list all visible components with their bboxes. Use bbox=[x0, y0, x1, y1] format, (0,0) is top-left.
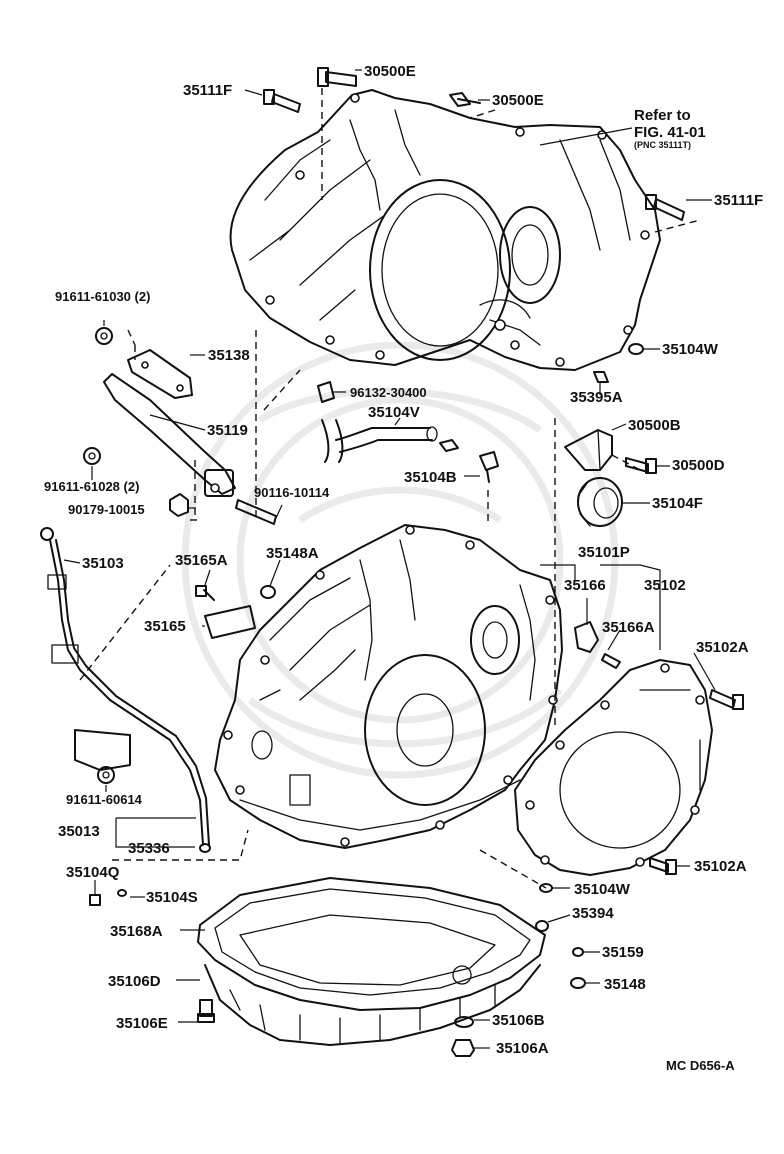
label-35395A: 35395A bbox=[570, 389, 623, 406]
label-35394: 35394 bbox=[572, 905, 614, 922]
label-35104W-bottom: 35104W bbox=[574, 881, 631, 898]
plug-35104B bbox=[439, 439, 499, 483]
label-35168A: 35168A bbox=[110, 923, 163, 940]
label-30500E-side: 30500E bbox=[492, 92, 544, 109]
label-35148A: 35148A bbox=[266, 545, 319, 562]
label-35119: 35119 bbox=[207, 422, 248, 439]
label-35103: 35103 bbox=[82, 555, 124, 572]
label-35336: 35336 bbox=[128, 840, 170, 857]
figure-code: MC D656-A bbox=[666, 1058, 735, 1073]
label-35104B: 35104B bbox=[404, 469, 457, 486]
label-96132-30400: 96132-30400 bbox=[350, 385, 427, 400]
label-35159: 35159 bbox=[602, 944, 644, 961]
label-30500E-top: 30500E bbox=[364, 63, 416, 80]
label-91611-60614: 91611-60614 bbox=[66, 792, 143, 807]
label-35111F-left: 35111F bbox=[183, 82, 232, 99]
label-35104Q: 35104Q bbox=[66, 864, 120, 881]
label-35104F: 35104F bbox=[652, 495, 703, 512]
label-35106B: 35106B bbox=[492, 1012, 545, 1029]
side-cover bbox=[514, 659, 713, 876]
oil-pan-gasket bbox=[197, 877, 546, 1011]
label-91611-61028: 91611-61028 (2) bbox=[44, 479, 139, 494]
label-35148: 35148 bbox=[604, 976, 646, 993]
reference-note-line2: FIG. 41-01 bbox=[634, 124, 706, 141]
label-35013: 35013 bbox=[58, 823, 100, 840]
transaxle-housing bbox=[229, 89, 661, 371]
label-35104W-top: 35104W bbox=[662, 341, 719, 358]
label-35111F-right: 35111F bbox=[714, 192, 763, 209]
label-35102A-top: 35102A bbox=[696, 639, 749, 656]
label-35101P: 35101P bbox=[578, 544, 630, 561]
label-35106D: 35106D bbox=[108, 973, 161, 990]
transaxle-case bbox=[214, 524, 563, 849]
label-35165: 35165 bbox=[144, 618, 186, 635]
label-90179-10015: 90179-10015 bbox=[68, 502, 145, 517]
label-30500B: 30500B bbox=[628, 417, 681, 434]
label-35102A-bottom: 35102A bbox=[694, 858, 747, 875]
oil-seal-35104F bbox=[577, 477, 623, 527]
label-90116-10114: 90116-10114 bbox=[254, 485, 330, 500]
label-35106A: 35106A bbox=[496, 1040, 549, 1057]
label-35104S: 35104S bbox=[146, 889, 198, 906]
bracket-35138 bbox=[127, 349, 193, 399]
clamp-96132 bbox=[317, 381, 335, 403]
oil-pan bbox=[204, 914, 541, 1046]
leader-lines bbox=[63, 69, 716, 1049]
assembly-lines bbox=[79, 88, 701, 889]
label-35166: 35166 bbox=[564, 577, 606, 594]
label-35102: 35102 bbox=[644, 577, 686, 594]
label-35166A: 35166A bbox=[602, 619, 655, 636]
label-30500D: 30500D bbox=[672, 457, 725, 474]
dipstick-tube bbox=[40, 527, 210, 846]
hose-35104V bbox=[321, 419, 438, 463]
reference-note-line1: Refer to bbox=[634, 107, 691, 124]
label-91611-61030: 91611-61030 (2) bbox=[55, 289, 150, 304]
rod-35119 bbox=[103, 373, 236, 497]
reference-note-line3: (PNC 35111T) bbox=[634, 140, 691, 150]
label-35138: 35138 bbox=[208, 347, 250, 364]
label-35106E: 35106E bbox=[116, 1015, 168, 1032]
label-35165A: 35165A bbox=[175, 552, 228, 569]
part-labels: 30500E 30500E 35111F 35111F Refer to FIG… bbox=[44, 63, 763, 1073]
label-35104V: 35104V bbox=[368, 404, 420, 421]
